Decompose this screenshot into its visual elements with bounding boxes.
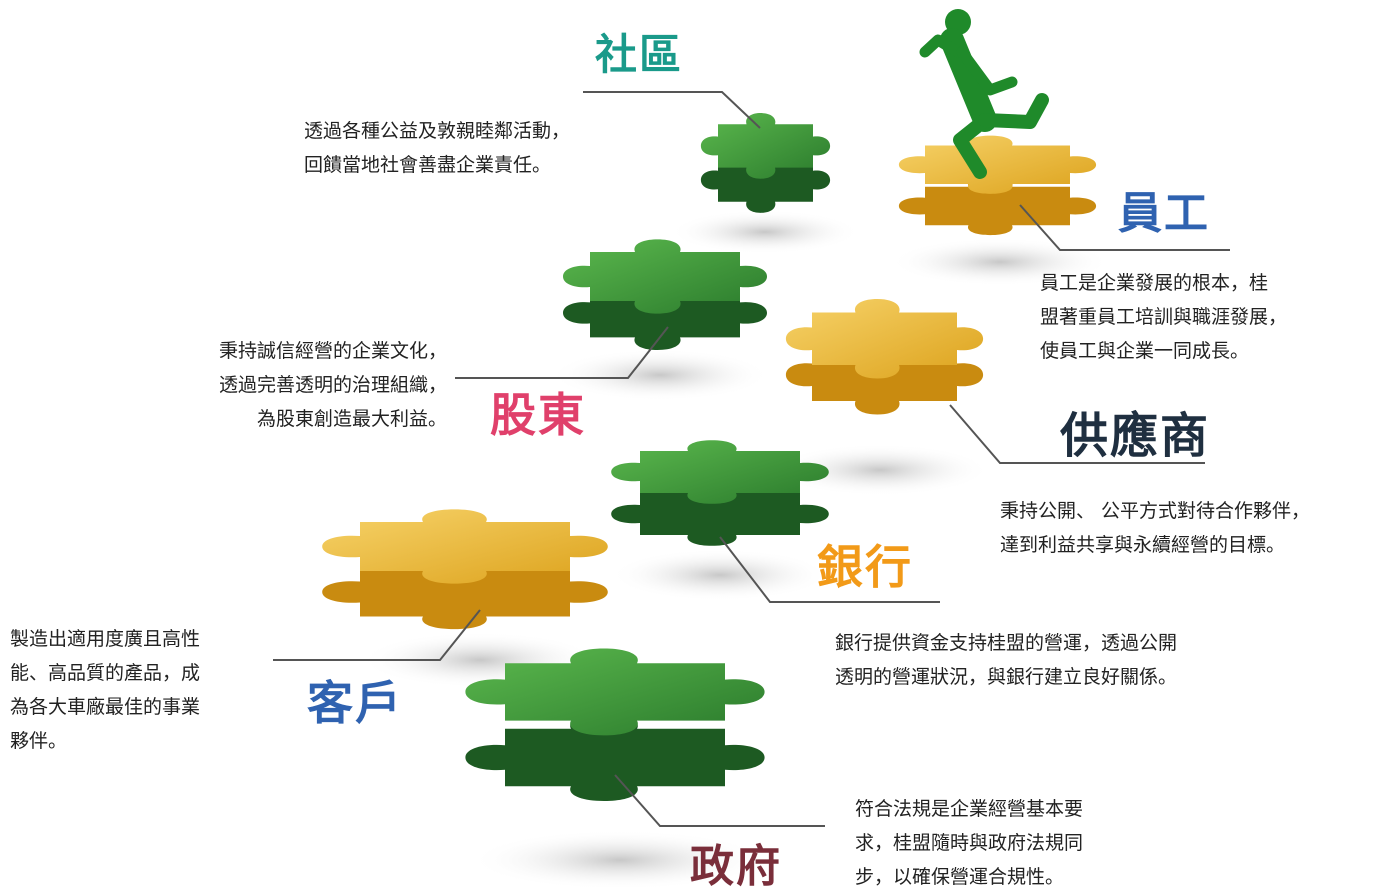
running-person-icon bbox=[919, 9, 1049, 179]
title-government: 政府 bbox=[690, 841, 782, 892]
title-employee: 員工 bbox=[1118, 188, 1210, 239]
desc-line: 秉持公開、 公平方式對待合作夥伴， bbox=[1000, 500, 1311, 522]
desc-line: 盟著重員工培訓與職涯發展， bbox=[1040, 306, 1288, 328]
desc-shareholder: 秉持誠信經營的企業文化， 透過完善透明的治理組織， 為股東創造最大利益。 bbox=[219, 334, 447, 436]
desc-line: 夥伴。 bbox=[10, 730, 68, 752]
puzzle-piece-icon bbox=[465, 648, 765, 801]
desc-line: 透過各種公益及敦親睦鄰活動， bbox=[304, 120, 571, 142]
desc-line: 為各大車廠最佳的事業 bbox=[10, 696, 201, 718]
desc-employee: 員工是企業發展的根本，桂 盟著重員工培訓與職涯發展， 使員工與企業一同成長。 bbox=[1040, 266, 1287, 368]
desc-customer: 製造出適用度廣且高性 能、高品質的產品，成 為各大車廠最佳的事業 夥伴。 bbox=[10, 622, 200, 758]
title-customer: 客戶 bbox=[307, 676, 403, 730]
puzzle-piece-icon bbox=[563, 239, 767, 350]
title-supplier: 供應商 bbox=[1060, 408, 1211, 464]
desc-line: 秉持誠信經營的企業文化， bbox=[218, 340, 447, 362]
puzzle-piece-icon bbox=[898, 135, 1097, 236]
desc-supplier: 秉持公開、 公平方式對待合作夥伴， 達到利益共享與永續經營的目標。 bbox=[1000, 494, 1310, 562]
desc-line: 製造出適用度廣且高性 bbox=[10, 628, 201, 650]
desc-line: 達到利益共享與永續經營的目標。 bbox=[1000, 534, 1286, 556]
puzzle-piece-icon bbox=[611, 440, 829, 546]
desc-line: 求，桂盟隨時與政府法規同 bbox=[855, 832, 1084, 854]
desc-line: 步，以確保營運合規性。 bbox=[855, 866, 1065, 888]
puzzle-piece-icon bbox=[322, 509, 608, 630]
desc-line: 為股東創造最大利益。 bbox=[256, 408, 447, 430]
desc-bank: 銀行提供資金支持桂盟的營運，透過公開 透明的營運狀況，與銀行建立良好關係。 bbox=[835, 626, 1177, 694]
desc-line: 員工是企業發展的根本，桂 bbox=[1040, 272, 1269, 294]
desc-line: 回饋當地社會善盡企業責任。 bbox=[304, 154, 552, 176]
desc-line: 透過完善透明的治理組織， bbox=[218, 374, 447, 396]
desc-line: 能、高品質的產品，成 bbox=[10, 662, 201, 684]
desc-government: 符合法規是企業經營基本要 求，桂盟隨時與政府法規同 步，以確保營運合規性。 bbox=[855, 792, 1083, 894]
connector-lines bbox=[273, 91, 1230, 827]
desc-line: 透明的營運狀況，與銀行建立良好關係。 bbox=[835, 666, 1178, 688]
title-community: 社區 bbox=[595, 30, 684, 79]
title-bank: 銀行 bbox=[817, 540, 913, 594]
title-shareholder: 股東 bbox=[490, 388, 586, 442]
desc-community: 透過各種公益及敦親睦鄰活動， 回饋當地社會善盡企業責任。 bbox=[304, 114, 570, 182]
desc-line: 使員工與企業一同成長。 bbox=[1040, 340, 1250, 362]
desc-line: 銀行提供資金支持桂盟的營運，透過公開 bbox=[835, 632, 1178, 654]
puzzle-piece-icon bbox=[785, 299, 984, 415]
puzzle-piece-icon bbox=[700, 113, 831, 213]
desc-line: 符合法規是企業經營基本要 bbox=[855, 798, 1084, 820]
